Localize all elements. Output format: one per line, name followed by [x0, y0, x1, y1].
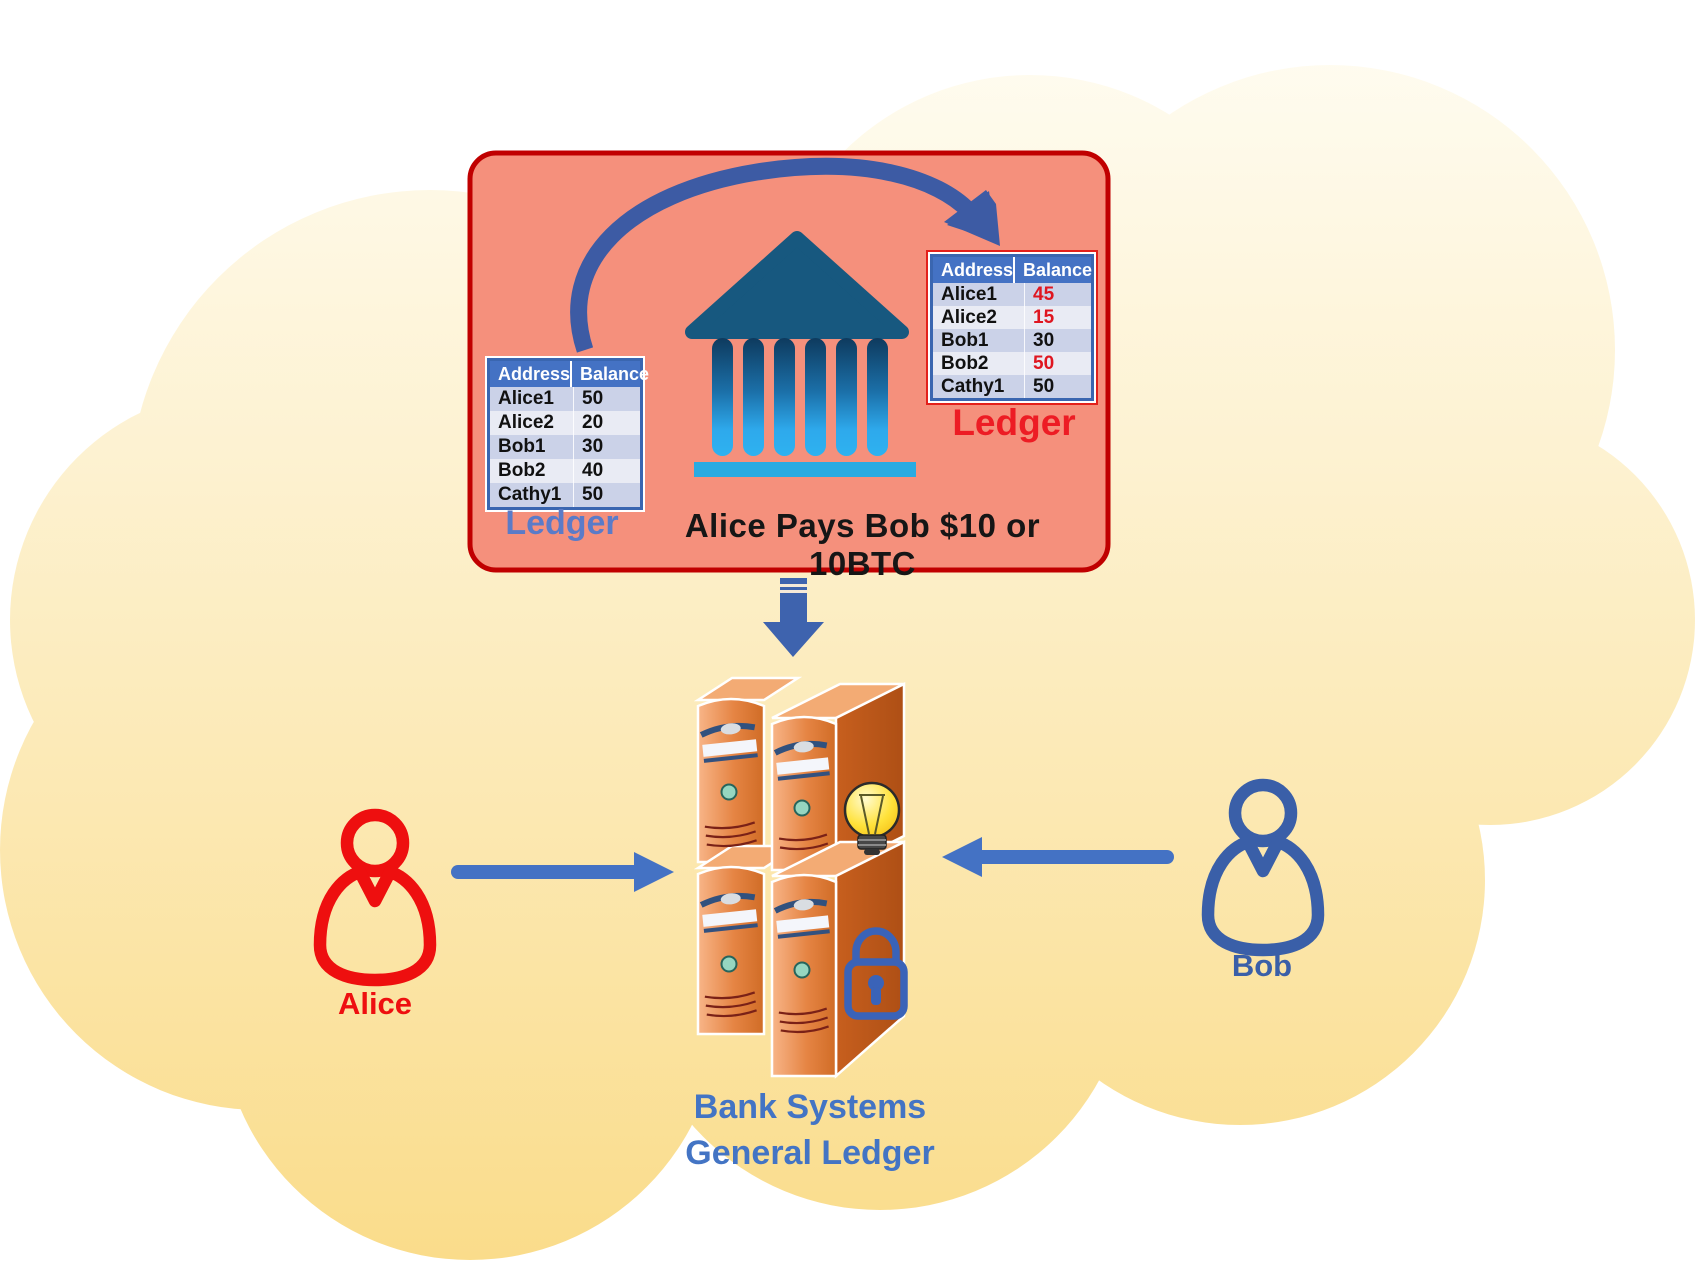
alice-to-bank-arrow: [451, 852, 674, 892]
bank-building-icon: [685, 231, 916, 477]
alice-person-icon: [313, 808, 437, 987]
server-front-details: [699, 722, 830, 1034]
cell-balance-changed: 50: [1033, 353, 1055, 374]
cell-address: Bob1: [490, 435, 574, 459]
transaction-caption: Alice Pays Bob $10 or 10BTC: [684, 507, 1041, 582]
cell-balance: 50: [582, 388, 604, 409]
cell-balance-changed: 15: [1033, 307, 1055, 328]
alice-label: Alice: [337, 986, 413, 1021]
header-address: Address: [490, 361, 573, 387]
table-row: Alice1 50: [490, 387, 640, 411]
table-row: Cathy1 50: [490, 483, 640, 507]
ledger-table-before: Address Balance Alice1 50 Alice2 20 Bob1…: [485, 356, 649, 512]
ledger-table-after: Address Balance Alice1 45 Alice2 15 Bob1…: [928, 252, 1096, 403]
bob-label: Bob: [1231, 948, 1293, 983]
down-arrow-icon: [763, 578, 824, 657]
ledger-label-before: Ledger: [505, 504, 619, 542]
cell-address: Cathy1: [933, 375, 1025, 398]
table-row: Cathy1 50: [933, 375, 1091, 398]
bob-to-bank-arrow: [942, 837, 1174, 877]
table-header: Address Balance: [933, 257, 1093, 283]
cell-balance: 30: [1033, 330, 1055, 351]
cell-balance: 40: [582, 460, 604, 481]
header-address: Address: [933, 257, 1016, 283]
header-balance: Balance: [1023, 260, 1093, 280]
datacenter-label: Bank Systems General Ledger: [610, 1084, 1010, 1176]
table-header: Address Balance: [490, 361, 649, 387]
table-row: Bob2 50: [933, 352, 1091, 375]
header-balance: Balance: [580, 364, 650, 384]
cell-address: Bob2: [490, 459, 574, 483]
table-row: Alice1 45: [933, 283, 1091, 306]
ledger-table-after-frame: Address Balance Alice1 45 Alice2 15 Bob1…: [926, 250, 1098, 405]
table-row: Alice2 15: [933, 306, 1091, 329]
cell-balance: 30: [582, 436, 604, 457]
table-row: Bob1 30: [933, 329, 1091, 352]
datacenter-label-line2: General Ledger: [685, 1134, 935, 1172]
cell-address: Bob2: [933, 352, 1025, 375]
cell-balance: 20: [582, 412, 604, 433]
datacenter-label-line1: Bank Systems: [693, 1088, 927, 1126]
server-stack-icon: [693, 676, 908, 1079]
cell-address: Alice1: [933, 283, 1025, 306]
cell-address: Alice2: [933, 306, 1025, 329]
bob-person-icon: [1201, 778, 1325, 957]
cell-address: Alice2: [490, 411, 574, 435]
cell-address: Alice1: [490, 387, 574, 411]
cell-balance-changed: 45: [1033, 284, 1055, 305]
table-row: Bob1 30: [490, 435, 640, 459]
padlock-icon: [844, 927, 908, 1020]
table-row: Alice2 20: [490, 411, 640, 435]
cell-address: Cathy1: [490, 483, 574, 507]
table-row: Bob2 40: [490, 459, 640, 483]
lightbulb-icon: [843, 781, 901, 855]
cell-balance: 50: [1033, 376, 1055, 397]
cell-address: Bob1: [933, 329, 1025, 352]
cell-balance: 50: [582, 484, 604, 505]
curved-arrow-icon: [570, 157, 1000, 353]
ledger-label-after: Ledger: [952, 402, 1076, 443]
